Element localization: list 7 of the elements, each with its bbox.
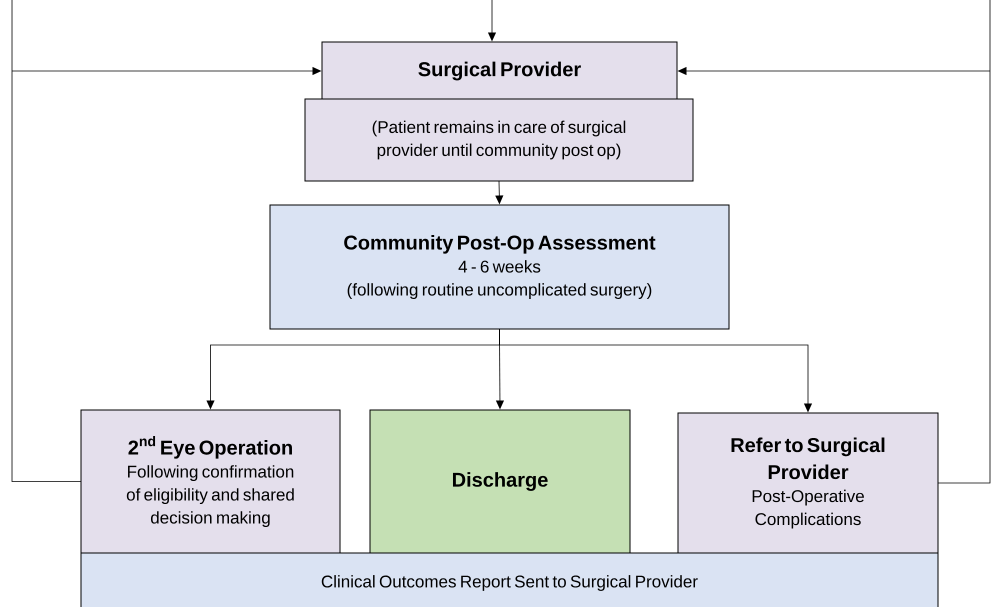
process-box: Surgical Provider bbox=[322, 42, 678, 100]
process-box: $\text{2}^{\text{nd}}\text{ Eye Operation}$ Following confirmation of eligibility and shared decision making bbox=[80, 410, 340, 554]
process-box: Refer to Surgical Provider Post-Operative Complications bbox=[678, 412, 938, 554]
assessment-box: Community Post-Op Assessment 4 - 6 weeks (following routine uncomplicated surgery) bbox=[270, 204, 730, 330]
report-bar: Clinical Outcomes Report Sent to Surgical Provider bbox=[80, 552, 938, 607]
note-box: (Patient remains in care of surgical provider until community post op) bbox=[304, 98, 694, 182]
outcome-box: Discharge bbox=[370, 410, 630, 554]
